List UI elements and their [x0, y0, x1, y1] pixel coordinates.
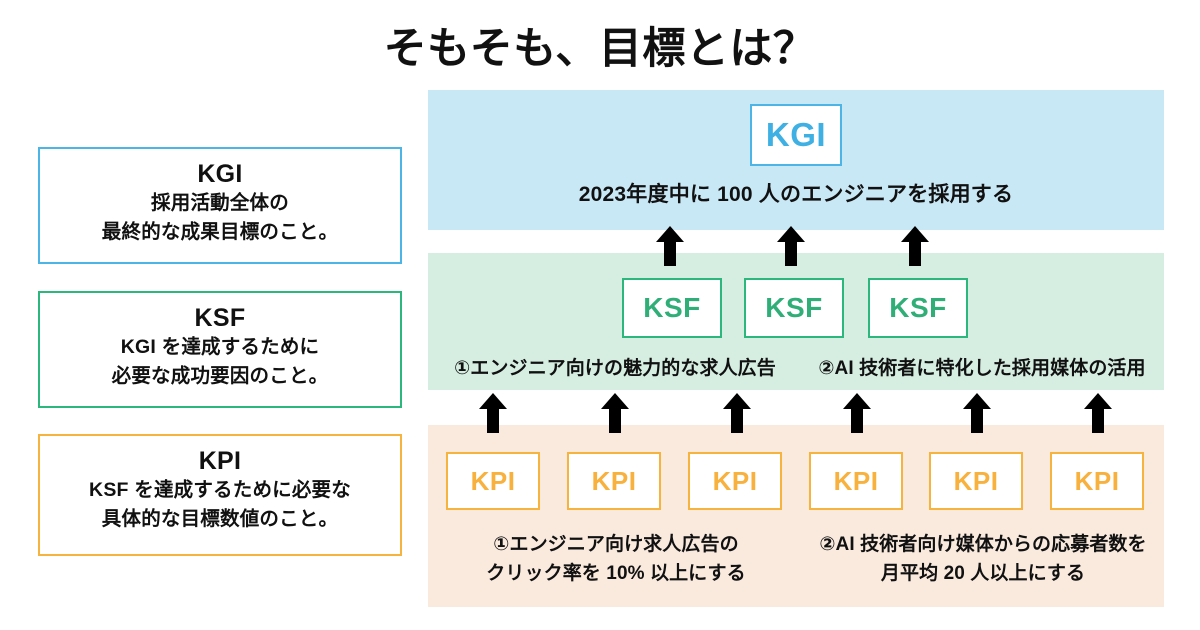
- caption-ksf-1: ①エンジニア向けの魅力的な求人広告: [454, 358, 776, 379]
- caption-kpi-1: ①エンジニア向け求人広告の クリック率を 10% 以上にする: [436, 530, 796, 589]
- legend-card-ksf-desc-line1: KGI を達成するために: [120, 335, 320, 358]
- legend-card-kgi-desc-line2: 最終的な成果目標のこと。: [101, 221, 339, 243]
- node-ksf-1: KSF: [622, 278, 722, 338]
- legend-card-ksf-desc-line2: 必要な成功要因のこと。: [111, 365, 329, 387]
- node-kgi: KGI: [750, 104, 842, 166]
- arrow-up-ksf-to-kgi-2: [776, 226, 806, 266]
- caption-kgi: 2023年度中に 100 人のエンジニアを採用する: [578, 183, 1014, 206]
- node-ksf-2: KSF: [744, 278, 844, 338]
- caption-kpi-1-line1: ①エンジニア向け求人広告の: [493, 534, 739, 555]
- legend-card-kgi: KGI 採用活動全体の 最終的な成果目標のこと。: [38, 147, 402, 264]
- arrow-up-kpi-to-ksf-2: [600, 393, 630, 433]
- node-ksf-3: KSF: [868, 278, 968, 338]
- page-title: そもそも、目標とは？: [383, 25, 817, 73]
- legend-card-kpi: KPI KSF を達成するために必要な 具体的な目標数値のこと。: [38, 434, 402, 556]
- arrow-up-ksf-to-kgi-3: [900, 226, 930, 266]
- arrow-up-kpi-to-ksf-5: [962, 393, 992, 433]
- legend-card-kpi-code: KPI: [198, 447, 242, 475]
- caption-kpi-2-line2: 月平均 20 人以上にする: [880, 563, 1086, 585]
- caption-kpi-2: ②AI 技術者向け媒体からの応募者数を 月平均 20 人以上にする: [800, 530, 1166, 589]
- legend-card-kpi-desc-line1: KSF を達成するために必要な: [89, 478, 351, 501]
- arrow-up-kpi-to-ksf-4: [842, 393, 872, 433]
- node-kpi-6: KPI: [1050, 452, 1144, 510]
- node-kpi-4: KPI: [809, 452, 903, 510]
- band-kpi: [428, 425, 1164, 607]
- legend-card-ksf-code: KSF: [194, 304, 246, 332]
- arrow-up-kpi-to-ksf-3: [722, 393, 752, 433]
- node-kpi-1: KPI: [446, 452, 540, 510]
- legend-card-kpi-desc-line2: 具体的な目標数値のこと。: [101, 508, 339, 530]
- node-kpi-2: KPI: [567, 452, 661, 510]
- arrow-up-ksf-to-kgi-1: [655, 226, 685, 266]
- node-kpi-5: KPI: [929, 452, 1023, 510]
- arrow-up-kpi-to-ksf-6: [1083, 393, 1113, 433]
- legend-card-kgi-desc-line1: 採用活動全体の: [151, 191, 289, 214]
- caption-ksf-2: ②AI 技術者に特化した採用媒体の活用: [818, 358, 1146, 379]
- arrow-up-kpi-to-ksf-1: [478, 393, 508, 433]
- caption-kpi-1-line2: クリック率を 10% 以上にする: [486, 563, 746, 585]
- caption-kpi-2-line1: ②AI 技術者向け媒体からの応募者数を: [819, 534, 1147, 555]
- node-kpi-3: KPI: [688, 452, 782, 510]
- legend-card-kgi-code: KGI: [197, 160, 243, 188]
- legend-card-ksf: KSF KGI を達成するために 必要な成功要因のこと。: [38, 291, 402, 408]
